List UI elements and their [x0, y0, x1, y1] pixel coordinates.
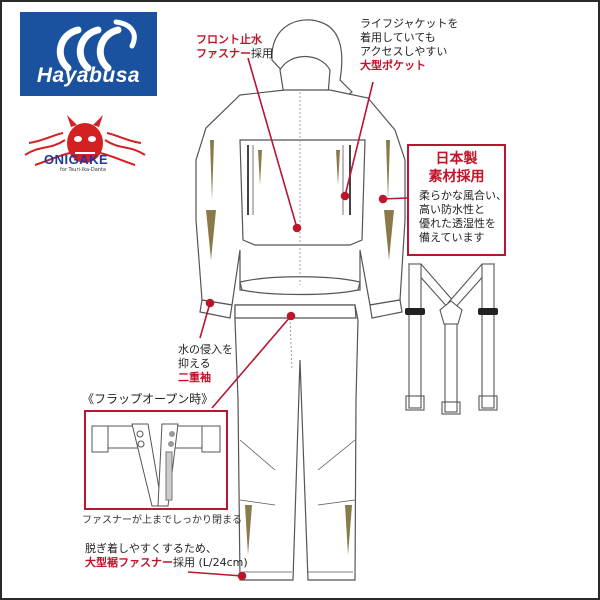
- pocket-line2: 着用していても: [360, 31, 436, 44]
- hem-zipper-callout: 脱ぎ着しやすくするため、 大型裾ファスナー採用 (L/24cm): [85, 542, 248, 570]
- cuff-callout: 水の侵入を 抑える 二重袖: [178, 343, 233, 385]
- cuff-line2: 抑える: [178, 357, 211, 370]
- hem-suffix: 採用 (L/24cm): [173, 556, 248, 569]
- material-title-2: 素材採用: [428, 169, 485, 185]
- demon-mask-icon: [24, 115, 146, 166]
- onigake-tagline: for Tsuri-Ika-Danta: [60, 167, 106, 173]
- front-zipper-highlight: ファスナー: [196, 47, 251, 60]
- material-title-1: 日本製: [435, 151, 478, 167]
- material-line3: 優れた透湿性を: [419, 217, 496, 230]
- front-zipper-line1: フロント止水: [196, 33, 262, 46]
- flap-caption: ファスナーが上までしっかり閉まる: [82, 515, 242, 526]
- front-zipper-callout: フロント止水 ファスナー採用: [196, 33, 273, 61]
- material-line4: 備えています: [419, 231, 485, 244]
- flap-title: 《フラップオープン時》: [82, 392, 214, 406]
- onigake-wordmark: ONIGAKE: [44, 152, 109, 167]
- onigake-logo: [15, 115, 155, 175]
- material-line1: 柔らかな風合い、: [419, 189, 507, 202]
- material-callout-box: 日本製 素材採用 柔らかな風合い、 高い防水性と 優れた透湿性を 備えています: [407, 144, 507, 256]
- flap-detail-box: [84, 410, 228, 510]
- material-line2: 高い防水性と: [419, 203, 485, 216]
- hayabusa-logo: Hayabusa: [20, 12, 157, 96]
- cuff-line1: 水の侵入を: [178, 343, 233, 356]
- hem-line1: 脱ぎ着しやすくするため、: [85, 542, 217, 555]
- embroidery-pattern: [206, 140, 394, 555]
- suspenders-illustration: [405, 263, 498, 415]
- wave-logo-icon: [56, 19, 137, 72]
- front-zipper-suffix: 採用: [251, 47, 273, 60]
- pocket-line3: アクセスしやすい: [360, 45, 448, 58]
- pocket-highlight: 大型ポケット: [360, 59, 426, 72]
- flap-zipper-illustration: [91, 423, 221, 507]
- cuff-highlight: 二重袖: [178, 371, 211, 384]
- logo-text: Hayabusa: [36, 64, 141, 87]
- pocket-line1: ライフジャケットを: [360, 17, 459, 30]
- hem-highlight: 大型裾ファスナー: [85, 556, 173, 569]
- pocket-callout: ライフジャケットを 着用していても アクセスしやすい 大型ポケット: [360, 17, 458, 73]
